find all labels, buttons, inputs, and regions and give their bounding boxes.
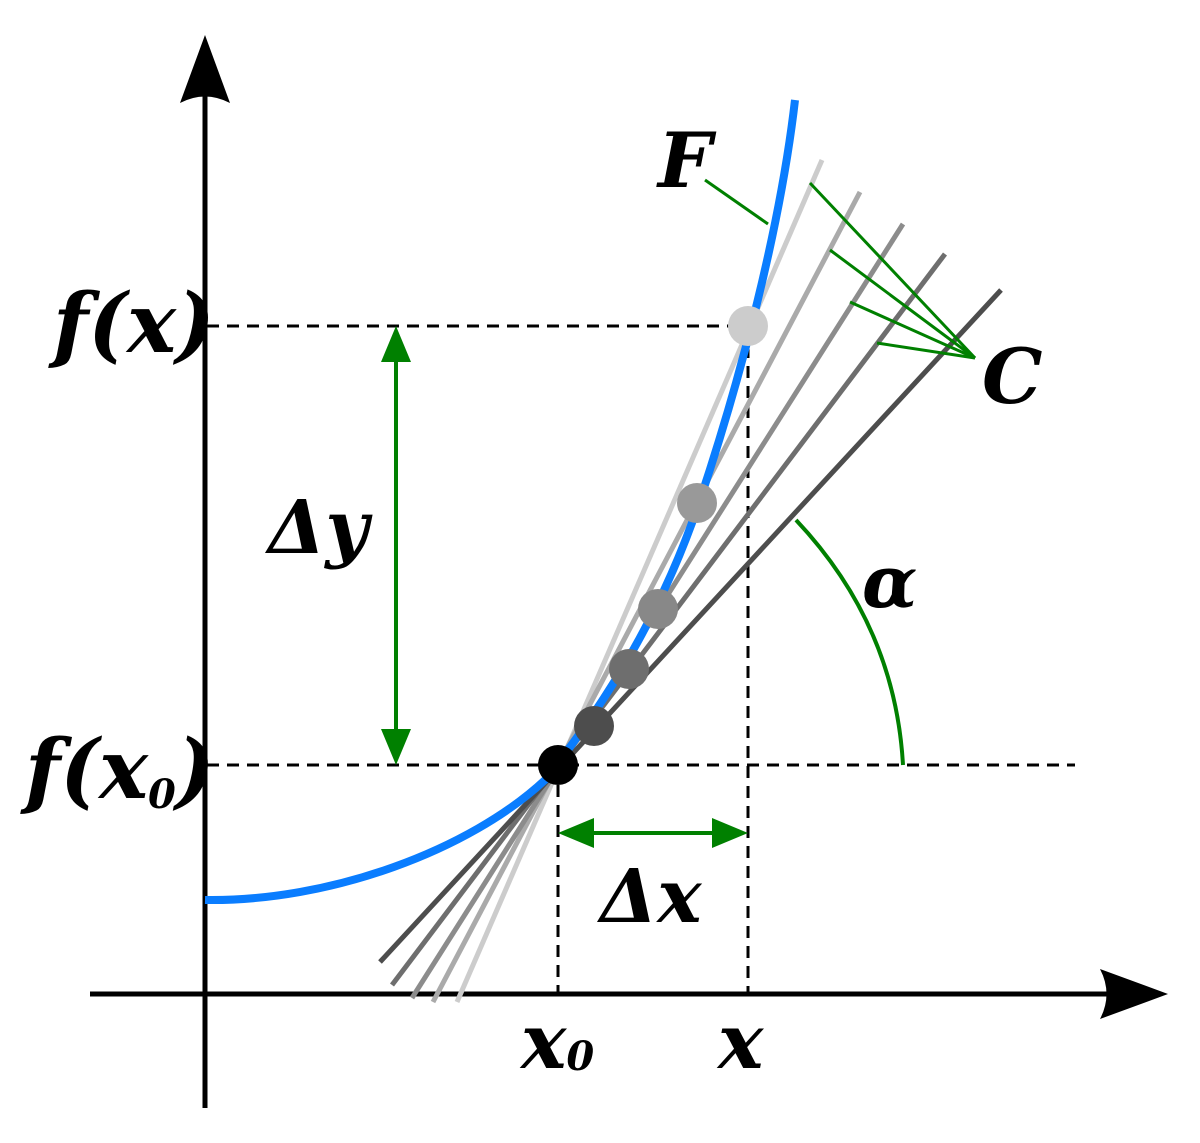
x0-tick-label-main: x	[519, 997, 568, 1086]
delta-x-arrowhead-right	[712, 818, 748, 848]
intermediate-point	[574, 706, 614, 746]
x-tick-label: x	[716, 997, 765, 1086]
fx-label: f(x)	[48, 276, 215, 372]
fx0-label-suffix: )	[172, 722, 215, 818]
intermediate-point	[638, 589, 678, 629]
secant-label-c: C	[982, 332, 1043, 421]
y-axis-arrowhead	[180, 35, 230, 103]
intermediate-point	[609, 649, 649, 689]
x0-tick-label-subscript: 0	[566, 1033, 594, 1080]
point-x	[728, 306, 768, 346]
delta-x-arrowhead-left	[558, 818, 594, 848]
guide-lines	[207, 324, 1075, 992]
x-axis-arrowhead	[1100, 969, 1168, 1019]
f-pointer-line	[704, 178, 769, 226]
x0-tick-label: x0	[519, 997, 594, 1086]
fx0-label-prefix: f(x	[20, 722, 149, 818]
labels: F C f(x) f(x0) Δy Δx α x0 x	[20, 116, 1043, 1086]
secant-line	[378, 288, 1003, 964]
fx0-label: f(x0)	[20, 722, 215, 818]
c-pointer-line	[876, 341, 976, 360]
alpha-label: α	[862, 539, 917, 624]
curve-points	[538, 306, 768, 785]
curve-label-f: F	[656, 116, 717, 205]
intermediate-point	[677, 483, 717, 523]
axes	[90, 35, 1168, 1108]
point-x0	[538, 745, 578, 785]
delta-y-arrowhead-top	[381, 326, 411, 362]
delta-x-label: Δx	[596, 854, 702, 940]
c-pointer-line	[808, 181, 977, 360]
c-pointer-line	[849, 300, 976, 360]
annotations	[381, 178, 977, 848]
c-pointer-line	[829, 248, 976, 360]
delta-y-label: Δy	[264, 485, 373, 571]
delta-y-arrowhead-bottom	[381, 729, 411, 765]
alpha-arc	[794, 518, 905, 766]
fx0-label-subscript: 0	[148, 771, 176, 818]
